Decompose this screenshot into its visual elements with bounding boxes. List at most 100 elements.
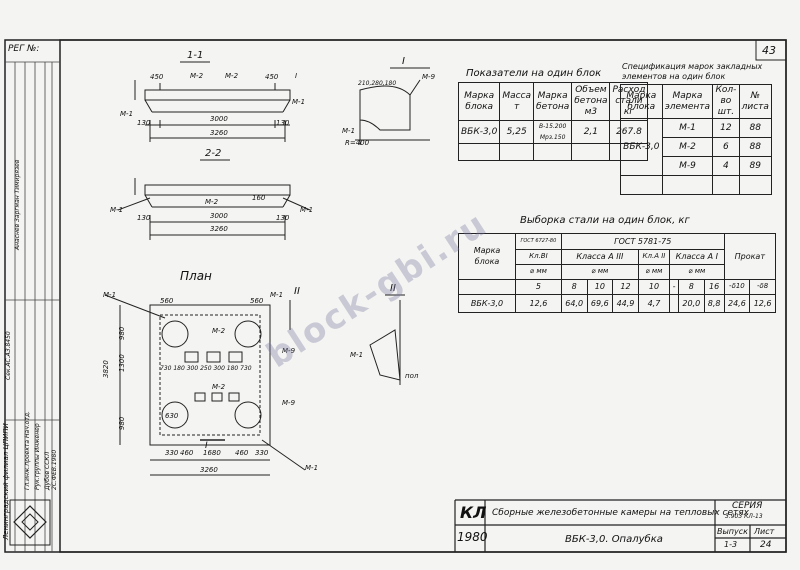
section-2-2 [117,159,311,240]
svg-text:3000: 3000 [210,115,228,123]
ind-h1: Масса т [499,82,535,121]
ind-v0: ВБК-3,0 [457,120,501,144]
steel-v2: 64,0 [560,294,588,313]
steel-rolled: Прокат [723,233,777,280]
steel-v5: 4,7 [637,294,671,313]
steel-v6 [669,294,679,313]
svg-text:II: II [294,286,300,297]
steel-d6: 8 [677,278,705,296]
sheet-number: 43 [762,44,776,57]
spec-h3: № листа [738,84,773,119]
steel-table: Марка блока ГОСТ 6727-80 ГОСТ 5781-75 Пр… [458,233,777,313]
stamp-name: ВБК-3,0. Опалубка [565,534,663,545]
svg-text:130: 130 [137,214,151,222]
stamp-kl: КЛ [460,503,487,522]
svg-text:R=400: R=400 [345,139,370,147]
svg-text:1300: 1300 [118,354,126,372]
svg-text:130: 130 [276,214,290,222]
steel-dmm-4: ⌀ мм [669,264,725,280]
steel-v7: 20,0 [677,294,705,313]
steel-v10: 12,6 [749,294,776,313]
steel-cls-a2: Кл.А II [637,248,671,266]
svg-text:пол: пол [405,372,419,380]
steel-v4: 44,9 [612,294,639,313]
ind-h3: Объем бетона м3 [571,82,611,121]
spec-r2-sheet: 89 [738,156,773,176]
spec-r0-qty: 12 [712,118,740,138]
svg-text:560: 560 [160,297,174,305]
side-col6: Сек.АС.АЗ.8450 [5,331,12,380]
steel-d4: 10 [637,278,671,296]
svg-text:980: 980 [118,326,126,340]
svg-text:М-1: М-1 [350,351,363,359]
steel-d9: -δ8 [749,278,776,296]
stamp-issue: 1-3 [724,540,738,549]
spec-r0-sheet: 88 [738,118,773,138]
steel-cls-b1: Кл.ВI [515,248,562,266]
steel-mark-header: Марка блока [458,233,516,280]
svg-text:160: 160 [252,194,266,202]
svg-text:630: 630 [165,412,179,420]
stamp-series: 3.903 КЛ-13 [725,513,763,520]
svg-text:М-2: М-2 [190,72,204,80]
steel-cls-a1: Класса А I [669,248,725,266]
steel-title: Выборка стали на один блок, кг [520,215,690,226]
svg-text:I: I [205,441,208,451]
svg-text:М-1: М-1 [292,98,305,106]
steel-v9: 24,6 [723,294,751,313]
steel-d5: - [669,278,679,296]
svg-text:М-2: М-2 [212,327,226,335]
spec-r1-sheet: 88 [738,137,773,157]
svg-text:3260: 3260 [200,466,218,474]
side-col5: 2С.ФЕВ.1980 [51,449,58,490]
spec-title: Спецификация марок закладных элементов н… [622,62,763,81]
steel-d3: 12 [612,278,639,296]
svg-text:330: 330 [255,449,269,457]
reg-label: РЕГ №: [8,44,40,54]
spec-r2-mark: М-9 [661,156,714,176]
side-col3: Рук.группы Инженер [34,423,41,490]
side-col2: Гл.инж.проекта Нач.отд. [24,411,31,490]
steel-d0: 5 [515,278,562,296]
node-2 [369,294,405,385]
steel-v1: 12,6 [515,294,562,313]
label-1-1: 1-1 [187,50,203,61]
svg-text:450: 450 [150,73,164,81]
svg-text:1680: 1680 [203,449,221,457]
stamp-sheet-label: Лист [754,527,775,536]
side-org: Ленинградский филиал ЦПИПИ [2,423,10,540]
steel-gost-small: ГОСТ 6727-80 [515,233,562,250]
svg-text:130: 130 [137,119,151,127]
svg-text:3000: 3000 [210,212,228,220]
steel-dmm-3: ⌀ мм [637,264,671,280]
spec-h2: Кол-во шт. [712,84,740,119]
svg-text:М-1: М-1 [305,464,318,472]
svg-text:М-1: М-1 [270,291,283,299]
label-2-2: 2-2 [205,148,221,159]
node-1 [355,67,430,145]
spec-table: Марка блока Марка элемента Кол-во шт. № … [620,84,773,195]
svg-text:330: 330 [165,449,179,457]
stamp-sheet: 24 [760,540,772,550]
svg-text:3260: 3260 [210,129,228,137]
svg-text:I: I [295,72,297,80]
svg-text:М-1: М-1 [103,291,116,299]
plan-view [104,294,306,476]
indicators-title: Показатели на один блок [466,68,602,79]
spec-block: ВБК-3,0 [620,118,663,176]
ind-v1: 5,25 [499,120,535,144]
steel-dmm-2: ⌀ мм [560,264,639,280]
svg-text:М-2: М-2 [212,383,226,391]
plan-title: План [180,269,212,283]
svg-text:М-1: М-1 [110,206,123,214]
spec-h1: Марка элемента [661,84,714,119]
svg-text:3260: 3260 [210,225,228,233]
spec-r0-mark: М-1 [661,118,714,138]
steel-v8: 8,8 [703,294,725,313]
svg-text:560: 560 [250,297,264,305]
svg-text:450: 450 [265,73,279,81]
stamp-title: Сборные железобетонные камеры на тепловы… [492,508,749,518]
svg-text:М-9: М-9 [282,399,296,407]
